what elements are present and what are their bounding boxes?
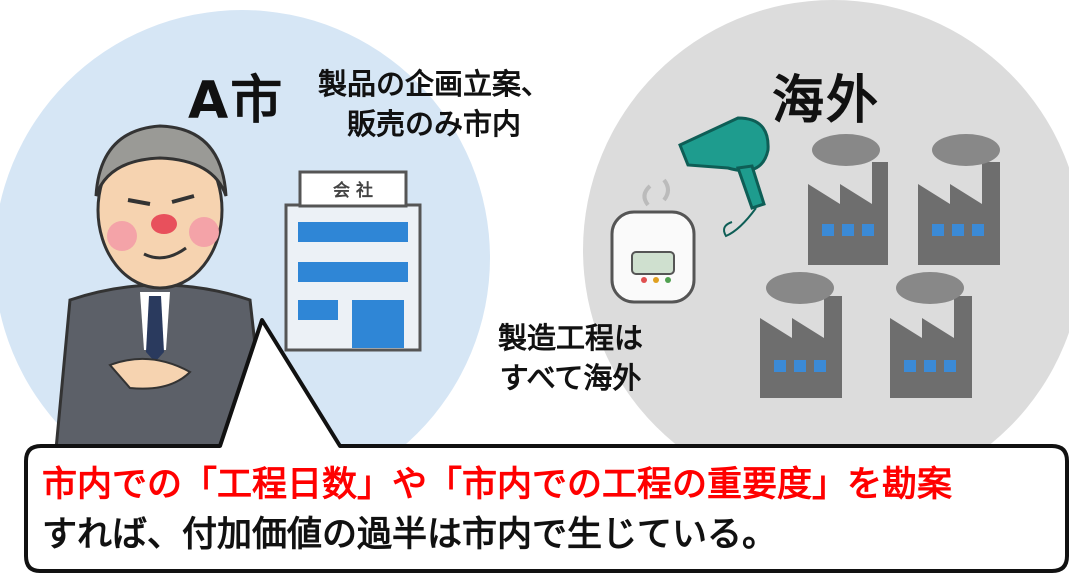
businessman-illustration — [53, 124, 270, 462]
factory-bottom-left — [760, 272, 842, 398]
overseas-title: 海外 — [772, 71, 881, 131]
callout-line2: すれば、付加価値の過半は市内で生じている。 — [42, 515, 778, 555]
speech-bubble — [24, 318, 1069, 573]
factory-note-line2: すべて海外 — [499, 361, 642, 395]
factory-note-line1: 製造工程は — [498, 321, 644, 355]
factory-top-left — [808, 134, 888, 265]
factory-illustrations — [760, 134, 1000, 398]
callout-text: 市内での「工程日数」や「市内での工程の重要度」を勘案 すれば、付加価値の過半は市… — [26, 446, 1069, 573]
city-note-line2: 販売のみ市内 — [347, 107, 522, 141]
building-sign-text: 会 社 — [333, 180, 373, 201]
city-note: 製品の企画立案、 販売のみ市内 — [318, 64, 550, 144]
company-building-illustration — [284, 170, 422, 352]
hair-dryer-illustration — [678, 116, 770, 238]
rice-cooker-illustration — [610, 178, 696, 304]
city-note-line1: 製品の企画立案、 — [318, 67, 551, 101]
city-title: A市 — [188, 71, 285, 131]
callout-line1: 市内での「工程日数」や「市内での工程の重要度」を勘案 — [42, 465, 953, 505]
factory-note: 製造工程は すべて海外 — [498, 318, 643, 398]
factory-top-right — [918, 134, 1000, 265]
factory-bottom-right — [890, 272, 972, 398]
